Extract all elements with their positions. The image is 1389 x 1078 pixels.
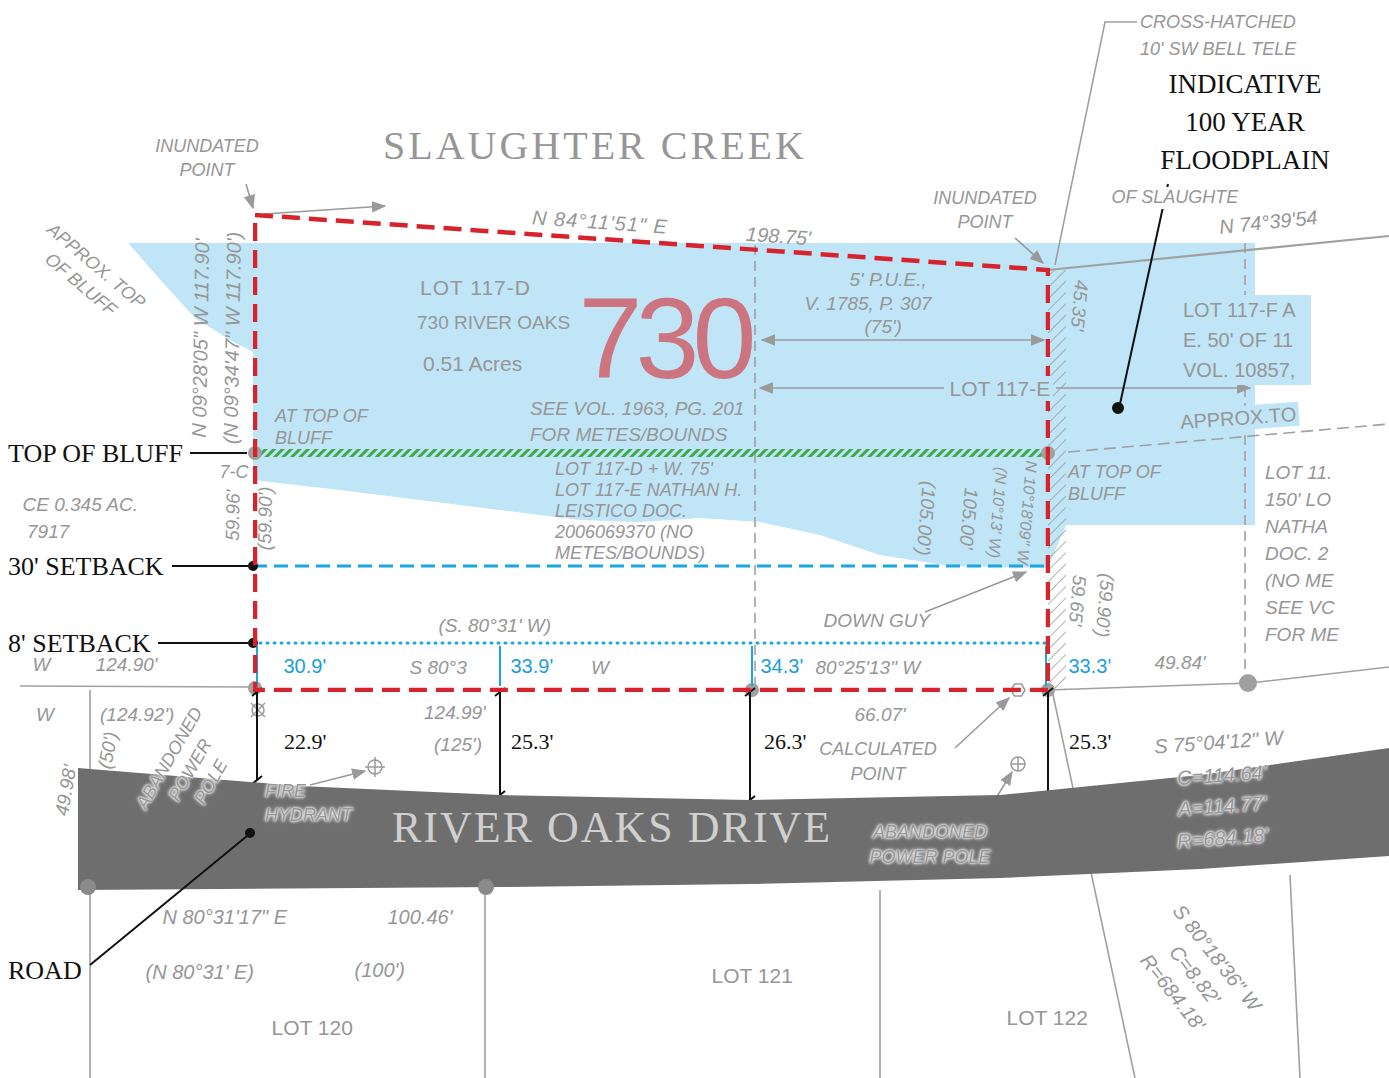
setback-dimension: 33.9' bbox=[511, 654, 554, 678]
plat-label: (N 80°31' E) bbox=[146, 960, 255, 984]
callout-label: ROAD bbox=[8, 955, 82, 986]
plat-label: S 80°3 bbox=[410, 657, 467, 680]
plat-label: INDICATIVE 100 YEAR FLOODPLAIN bbox=[1150, 65, 1340, 179]
plat-label: (N 09°34'47" W 117.90') bbox=[218, 232, 246, 445]
plat-label: CE 0.345 AC. bbox=[23, 494, 138, 517]
plat-label: S 75°04'12" W bbox=[1153, 726, 1283, 759]
plat-label: LOT 11. 150' LO NATHA DOC. 2 (NO ME SEE … bbox=[1265, 459, 1345, 648]
plat-label: LOT 117-F A E. 50' OF 11 VOL. 10857, bbox=[1180, 295, 1311, 385]
floodplain-area bbox=[128, 243, 1255, 568]
lot-boundary: LOT 117-D 730 RIVER OAKS 0.51 Acres 730SEE … bbox=[253, 213, 1050, 692]
callout-label: TOP OF BLUFF bbox=[8, 438, 183, 469]
shape-text: LOT 117-D bbox=[420, 275, 531, 300]
top-of-bluff-line bbox=[253, 449, 1048, 457]
callout-leaders bbox=[158, 184, 1168, 647]
callout-leader bbox=[90, 836, 247, 965]
plat-label: 49.84' bbox=[1155, 652, 1206, 675]
callout-label: 8' SETBACK bbox=[8, 628, 151, 659]
plat-label: 124.99' bbox=[424, 702, 486, 725]
plat-label: LOT 122 bbox=[1007, 1005, 1088, 1030]
plat-label: 80°25'13" W bbox=[816, 657, 921, 680]
plat-label: FIRE HYDRANT bbox=[265, 779, 357, 827]
plat-label: LOT 120 bbox=[272, 1015, 353, 1040]
shape-text: SEE VOL. 1963, PG. 201 FOR METES/BOUNDS bbox=[530, 396, 780, 448]
plat-label: APPROX. TOP OF BLUFF bbox=[25, 216, 152, 333]
plat-label: 100.46' bbox=[388, 905, 453, 929]
plat-label: SLAUGHTER CREEK bbox=[383, 122, 807, 170]
plat-label: INUNDATED POINT bbox=[929, 186, 1041, 234]
site-symbols bbox=[251, 684, 1025, 777]
plat-label: 5' P.U.E., bbox=[850, 269, 927, 292]
plat-label: (75') bbox=[865, 316, 902, 339]
plat-label: AT TOP OF BLUFF bbox=[275, 405, 385, 449]
setback-dimension: 34.3' bbox=[761, 654, 804, 678]
plat-label: 45.35' bbox=[1065, 278, 1092, 331]
road-dimension: 26.3' bbox=[764, 729, 806, 755]
plat-label: CALCULATED POINT bbox=[814, 737, 942, 787]
plat-label: (124.92') bbox=[100, 704, 174, 727]
property-lines bbox=[20, 22, 1389, 1078]
plat-label: 66.07' bbox=[855, 704, 906, 727]
plat-label: (59.90') bbox=[1090, 572, 1118, 638]
setback-dimension: 30.9' bbox=[284, 654, 327, 678]
plat-label: INUNDATED POINT bbox=[151, 134, 263, 182]
survey-points bbox=[248, 446, 1257, 697]
plat-label: CROSS-HATCHED 10' SW BELL TELE bbox=[1140, 9, 1312, 63]
survey-point bbox=[80, 879, 96, 895]
plat-label: 198.75' bbox=[745, 222, 812, 250]
plat-label: N 80°31'17" E bbox=[163, 905, 288, 929]
plat-label: 49.98' bbox=[50, 763, 81, 817]
road-dimension: 22.9' bbox=[284, 729, 326, 755]
plat-label: (100') bbox=[355, 958, 406, 982]
plat-label: LOT 117-E bbox=[947, 376, 1054, 401]
plat-label: V. 1785, P. 307 bbox=[805, 293, 932, 316]
plat-label: 7-C bbox=[220, 462, 249, 484]
plat-label: (59.90') bbox=[254, 486, 278, 550]
plat-label: (125') bbox=[434, 734, 482, 757]
plat-label: S 80°18'36" W C=8.82' R=684.18' bbox=[1119, 894, 1271, 1056]
plat-label: 59.65' bbox=[1063, 573, 1090, 626]
plat-label: (50') bbox=[94, 729, 123, 770]
plat-label: DOWN GUY bbox=[824, 610, 931, 633]
plat-label: LOT 121 bbox=[712, 963, 793, 988]
plat-label: N 09°28'05" W 117.90' bbox=[186, 238, 213, 438]
leader-arrows bbox=[246, 184, 1250, 808]
road-dimension: 25.3' bbox=[1069, 729, 1111, 755]
plat-label: ABANDONED POWER POLE bbox=[865, 820, 995, 870]
plat-label: 59.96' bbox=[221, 489, 245, 541]
plat-label: OF SLAUGHTE bbox=[1109, 187, 1242, 209]
plat-label: (S. 80°31' W) bbox=[439, 615, 552, 638]
callout-dot bbox=[245, 828, 255, 838]
plat-label: N 74°39'54 bbox=[1218, 205, 1319, 239]
easement-hatch bbox=[1048, 270, 1066, 690]
survey-point bbox=[478, 879, 494, 895]
road-dimension: 25.3' bbox=[511, 729, 553, 755]
plat-label: W bbox=[591, 657, 609, 680]
shape-text: LOT 117-D + W. 75' LOT 117-E NATHAN H. L… bbox=[555, 459, 745, 564]
address-number: 730 bbox=[579, 281, 750, 396]
road-dimension-lines bbox=[252, 688, 1053, 804]
shape-text: 730 RIVER OAKS bbox=[417, 312, 570, 335]
shape-text: RIVER OAKS DRIVE bbox=[392, 802, 832, 855]
setback-dimension: 33.3' bbox=[1069, 654, 1112, 678]
plat-label: 7917 bbox=[27, 521, 69, 544]
setback-lines bbox=[253, 566, 1048, 686]
callout-label: 30' SETBACK bbox=[8, 551, 164, 582]
plat-label: W bbox=[36, 704, 54, 727]
plat-label: AT TOP OF BLUFF bbox=[1068, 461, 1178, 505]
shape-text: 0.51 Acres bbox=[423, 351, 522, 376]
